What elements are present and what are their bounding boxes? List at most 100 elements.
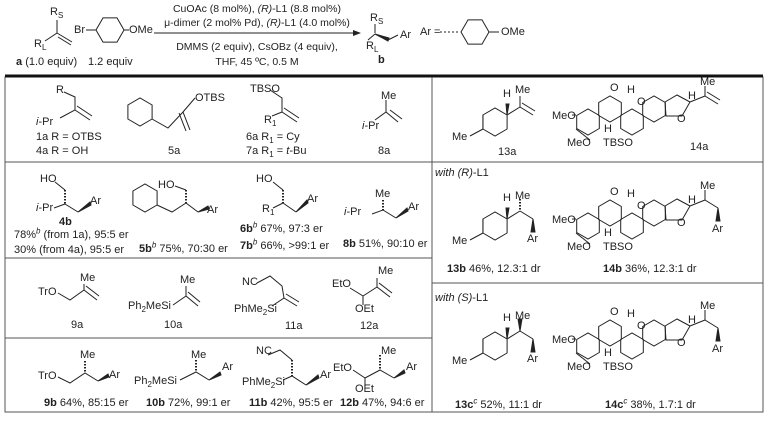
subscript: S <box>57 11 64 21</box>
product-14c-result: 14cc 38%, 1.7:1 dr <box>605 397 696 411</box>
bond <box>185 295 199 307</box>
atom-me: Me <box>700 300 716 312</box>
bond <box>374 100 387 121</box>
condition-text: CuOAc (8 mol%), <box>172 3 258 15</box>
wedge-bond <box>208 371 222 381</box>
atom-ho: HO <box>256 173 273 185</box>
pyran-ring-c <box>620 212 644 240</box>
atom-o: O <box>677 217 686 229</box>
compound-id: 9b <box>44 397 57 409</box>
substrate-8a: 8a <box>378 145 391 157</box>
benzene-ring <box>95 17 125 43</box>
wedge-bond <box>517 318 523 332</box>
header-text: with <box>435 292 458 304</box>
wedge-bond <box>530 218 536 233</box>
substrate-10a: 10a <box>164 319 183 331</box>
bond <box>269 89 283 117</box>
atom-label: R <box>264 114 272 126</box>
wedge-bond <box>395 207 409 219</box>
atom-phme2si: PhMe2Si <box>234 303 277 317</box>
aromatic-ring-a <box>576 108 600 136</box>
pyran-ring <box>598 319 622 347</box>
atom-me: Me <box>381 345 397 357</box>
result-text: 64%, 85:15 er <box>56 397 129 409</box>
wedge-bond <box>505 103 510 116</box>
atom-h: H <box>688 314 696 326</box>
condition-line-2: μ-dimer (2 mol% Pd), (R)-L1 (4.0 mol%) <box>164 17 350 29</box>
bond <box>371 209 384 215</box>
substrate-7a: 7a R1 = t-Bu <box>246 145 307 160</box>
atom-label: R <box>34 38 42 50</box>
atom-eto: EtO <box>332 278 351 290</box>
bond <box>469 128 484 137</box>
atom-r: R <box>56 84 64 96</box>
atom-h: H <box>503 192 511 204</box>
atom-ipr: i-Pr <box>36 116 54 128</box>
atom-tro: TrO <box>38 370 57 382</box>
condition-line-3: DMMS (2 equiv), CsOBz (4 equiv), <box>176 41 338 53</box>
condition-line-4: THF, 45 ºC, 0.5 M <box>215 56 299 68</box>
bond <box>575 232 591 245</box>
subscript: 1 <box>269 208 275 218</box>
product-13b-result: 13b 46%, 12.3:1 dr <box>447 263 541 275</box>
atom-me: Me <box>515 310 531 322</box>
ligand-config: (R) <box>257 3 273 15</box>
atom-tbso: TBSO <box>250 83 280 95</box>
atom-oet: OEt <box>355 383 374 395</box>
compound-id: 7b <box>240 240 253 252</box>
wedge-bond <box>197 205 210 213</box>
result-text: 51%, 90:10 er <box>355 238 428 250</box>
caption-text: t <box>286 145 290 157</box>
bond <box>385 111 399 123</box>
benzene-ring <box>132 183 158 213</box>
product-8b-result: 8b 51%, 90:10 er <box>343 238 427 250</box>
bond <box>53 203 66 209</box>
atom-ar: Ar <box>320 369 331 381</box>
bond <box>57 284 85 301</box>
pyran-ring-c <box>620 108 644 136</box>
cyclohexene-ring <box>482 331 508 361</box>
product-12b-result: 12b 47%, 94:6 er <box>340 397 424 409</box>
atom-r1: R1 <box>262 203 275 218</box>
atom-ar: Ar <box>406 361 417 373</box>
with-r-ligand-header: with (R)-L1 <box>435 167 489 179</box>
bond <box>83 289 98 301</box>
bond <box>64 203 79 213</box>
atom-meo: MeO <box>552 334 576 346</box>
atom-ar: Ar <box>712 223 723 235</box>
atom-tbso: TBSO <box>603 137 633 149</box>
bond <box>378 282 393 294</box>
atom-label: R <box>370 12 378 24</box>
bond <box>575 128 591 141</box>
atom-label: Si <box>275 376 285 388</box>
substrate-1a: 1a R = OTBS <box>36 131 102 143</box>
substrate-6a: 6a R1 = Cy <box>246 131 300 146</box>
atom-ph2mesi: Ph2MeSi <box>128 300 171 314</box>
atom-h: H <box>627 84 635 96</box>
subscript: 1 <box>269 136 274 146</box>
atom-phme2si: PhMe2Si <box>242 376 285 390</box>
bond <box>521 102 536 112</box>
result-text: 66%, >99:1 er <box>257 240 330 252</box>
footnote: b <box>36 226 41 236</box>
compound-id: 11b <box>249 397 268 409</box>
ligand-config: (R) <box>457 167 473 179</box>
pyran-ring-c <box>620 332 644 360</box>
bond <box>54 181 66 191</box>
dihydrofuran-ring <box>664 198 691 221</box>
bond <box>179 371 210 381</box>
bond <box>44 20 58 42</box>
dihydrofuran-ring <box>664 94 691 117</box>
subscript: S <box>377 17 384 27</box>
caption-text: -Bu <box>289 145 307 157</box>
footnote: b <box>252 237 258 247</box>
atom-h: H <box>604 347 612 359</box>
substrate-4a: 4a R = OH <box>36 145 89 157</box>
atom-me: Me <box>381 90 397 102</box>
atom-h: H <box>503 88 511 100</box>
condition-text: -L1 (8.8 mol%) <box>272 3 342 15</box>
bond <box>281 111 298 123</box>
atom-ho: HO <box>158 179 175 191</box>
subscript: 1 <box>269 150 274 160</box>
